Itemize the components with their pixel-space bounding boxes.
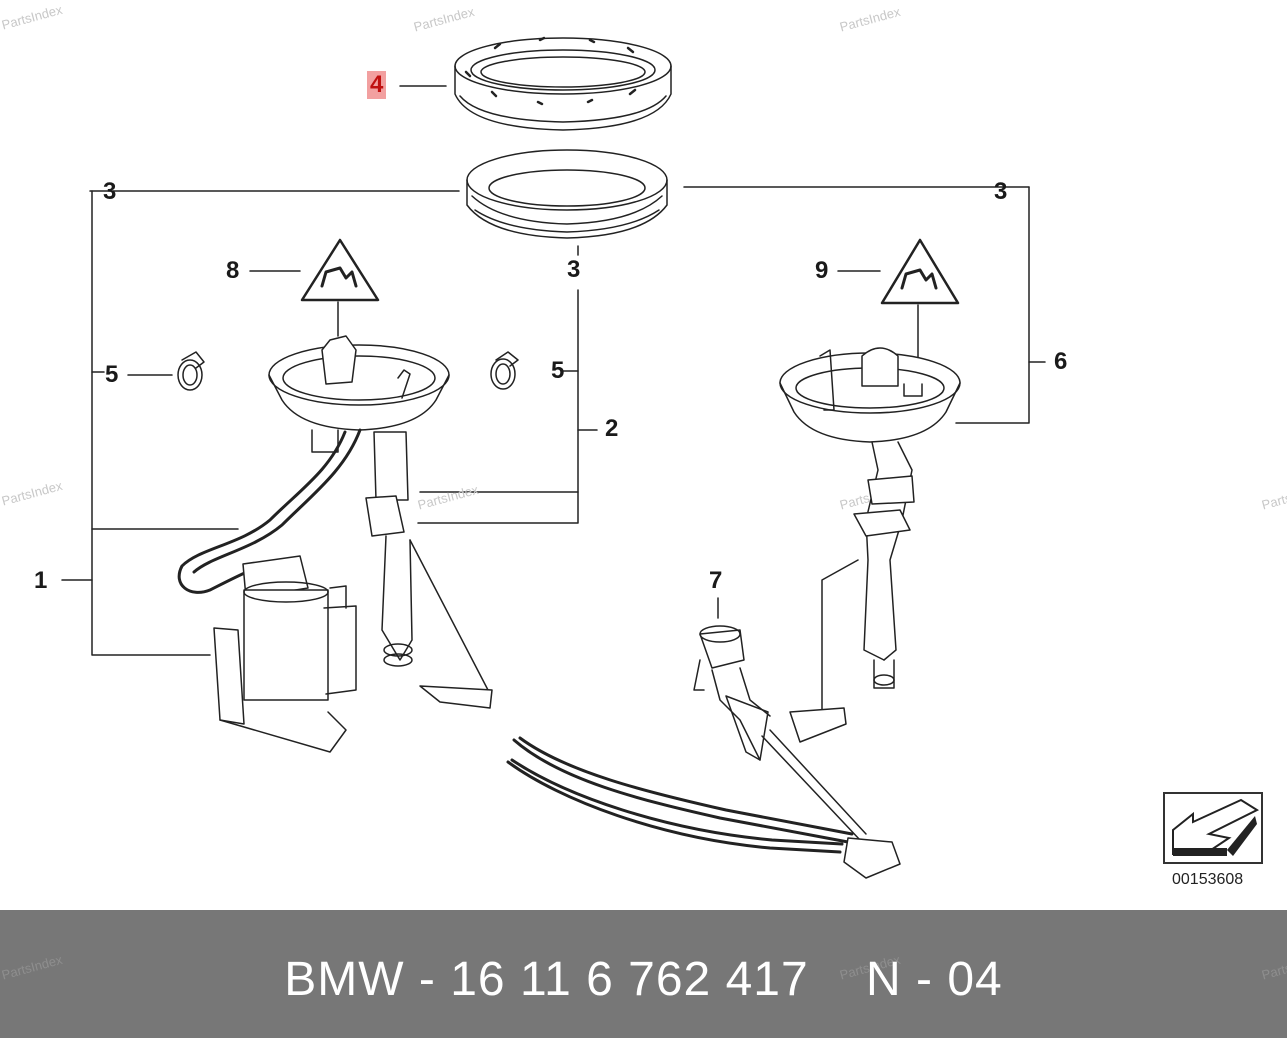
callout-9: 9 (815, 257, 829, 284)
fuel-pump-assembly-left (177, 335, 493, 753)
callout-7: 7 (709, 567, 723, 594)
callout-5-right: 5 (551, 357, 565, 384)
reference-arrow-box (1163, 792, 1263, 864)
callout-3-mid: 3 (567, 256, 581, 283)
warning-label-left (300, 238, 380, 302)
parts-diagram: 4 3 3 3 8 9 5 5 2 6 1 7 00153608 (34, 36, 1263, 888)
callout-4: 4 (367, 71, 387, 99)
callout-6: 6 (1054, 348, 1068, 375)
footer-bar (0, 910, 1287, 1038)
reference-number: 00153608 (1172, 871, 1244, 888)
callout-8: 8 (226, 257, 240, 284)
level-sender-assembly-right (779, 347, 961, 743)
part-number-title: BMW - 16 11 6 762 417 N - 04 (284, 953, 1003, 1006)
callout-2: 2 (605, 415, 619, 442)
callout-3-top-right: 3 (994, 178, 1008, 205)
gasket-ring-part (466, 149, 668, 239)
hose-clamp-right (490, 351, 519, 390)
reference-arrow-icon (1172, 798, 1260, 856)
callout-5-left: 5 (105, 361, 119, 388)
hose-clamp-left (177, 351, 205, 391)
callout-1: 1 (34, 567, 48, 594)
fuel-line-part (506, 625, 901, 879)
callout-3-top-left: 3 (103, 178, 117, 205)
locking-ring-part (454, 36, 672, 131)
diagram-drawing (61, 36, 1046, 879)
warning-label-right (880, 238, 960, 305)
